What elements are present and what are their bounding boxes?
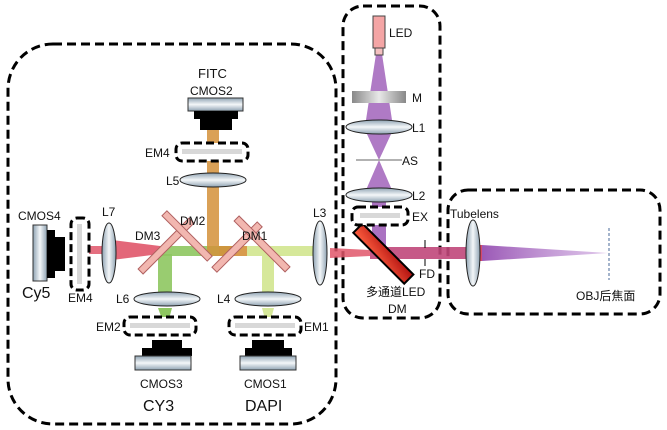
lens-l4 — [234, 291, 302, 307]
dapi-beam-horizontal — [247, 246, 313, 256]
label-cmos4: CMOS4 — [18, 209, 61, 223]
cy5-beam — [112, 240, 160, 260]
em1-filter — [227, 315, 303, 337]
label-fd: FD — [419, 267, 435, 281]
label-em4-top: EM4 — [145, 146, 170, 160]
l3-beam — [330, 248, 370, 258]
dm2-mirror — [161, 210, 213, 262]
em4-left-filter — [69, 216, 91, 292]
label-dm2: DM2 — [180, 214, 206, 228]
label-cy3: CY3 — [143, 398, 174, 415]
label-l2: L2 — [412, 189, 426, 203]
label-l3: L3 — [313, 206, 327, 220]
label-cmos3: CMOS3 — [140, 377, 183, 391]
led-beam-diverge — [366, 54, 392, 120]
label-l5: L5 — [166, 174, 180, 188]
cmos1-camera — [239, 340, 297, 371]
label-l7: L7 — [102, 205, 116, 219]
tube-lens — [465, 219, 481, 287]
ex-filter — [350, 205, 410, 227]
cmos3-camera — [134, 340, 192, 371]
led-beam-after-as — [366, 160, 392, 190]
illumination-module-box — [341, 4, 442, 320]
label-tubelens: Tubelens — [450, 207, 499, 221]
label-ex: EX — [412, 210, 428, 224]
lens-l7 — [101, 222, 117, 284]
label-led: LED — [389, 26, 413, 40]
lens-l3 — [312, 220, 328, 286]
tubelens-output-beam — [482, 245, 608, 261]
cmos2-camera — [187, 97, 244, 130]
em4-top-filter — [174, 141, 250, 163]
label-obj-back-focal-plane: OBJ后焦面 — [576, 289, 635, 303]
dapi-beam-vertical — [262, 254, 274, 294]
dm1-mirror — [233, 215, 291, 273]
label-fitc: FITC — [198, 66, 227, 81]
label-multi-channel-led: 多通道LED — [366, 285, 426, 299]
label-m: M — [412, 91, 422, 105]
label-em2: EM2 — [96, 320, 121, 334]
mirror-m — [352, 91, 406, 103]
label-dm3: DM3 — [135, 229, 161, 243]
lens-l2 — [345, 187, 413, 203]
cmos4-camera — [32, 224, 65, 282]
label-dm1: DM1 — [242, 229, 268, 243]
lens-l6 — [133, 291, 201, 307]
label-cmos2: CMOS2 — [190, 84, 233, 98]
label-as: AS — [402, 154, 418, 168]
label-dapi: DAPI — [245, 398, 282, 415]
led-source — [372, 15, 386, 56]
label-cy5: Cy5 — [22, 285, 51, 302]
lens-l1 — [345, 119, 413, 135]
label-l4: L4 — [217, 292, 231, 306]
label-em4-left: EM4 — [68, 291, 93, 305]
lens-l5 — [179, 172, 247, 188]
cy3-beam-vertical — [158, 254, 172, 294]
label-l6: L6 — [116, 292, 130, 306]
detection-module-box — [6, 42, 338, 426]
em2-filter — [122, 315, 198, 337]
cy5-beam-weak — [72, 246, 112, 254]
label-l1: L1 — [412, 121, 426, 135]
label-dm: DM — [388, 302, 407, 316]
label-cmos1: CMOS1 — [244, 377, 287, 391]
label-em1: EM1 — [304, 320, 329, 334]
led-beam-converge — [366, 132, 392, 160]
led-dm-mirror — [351, 222, 415, 286]
